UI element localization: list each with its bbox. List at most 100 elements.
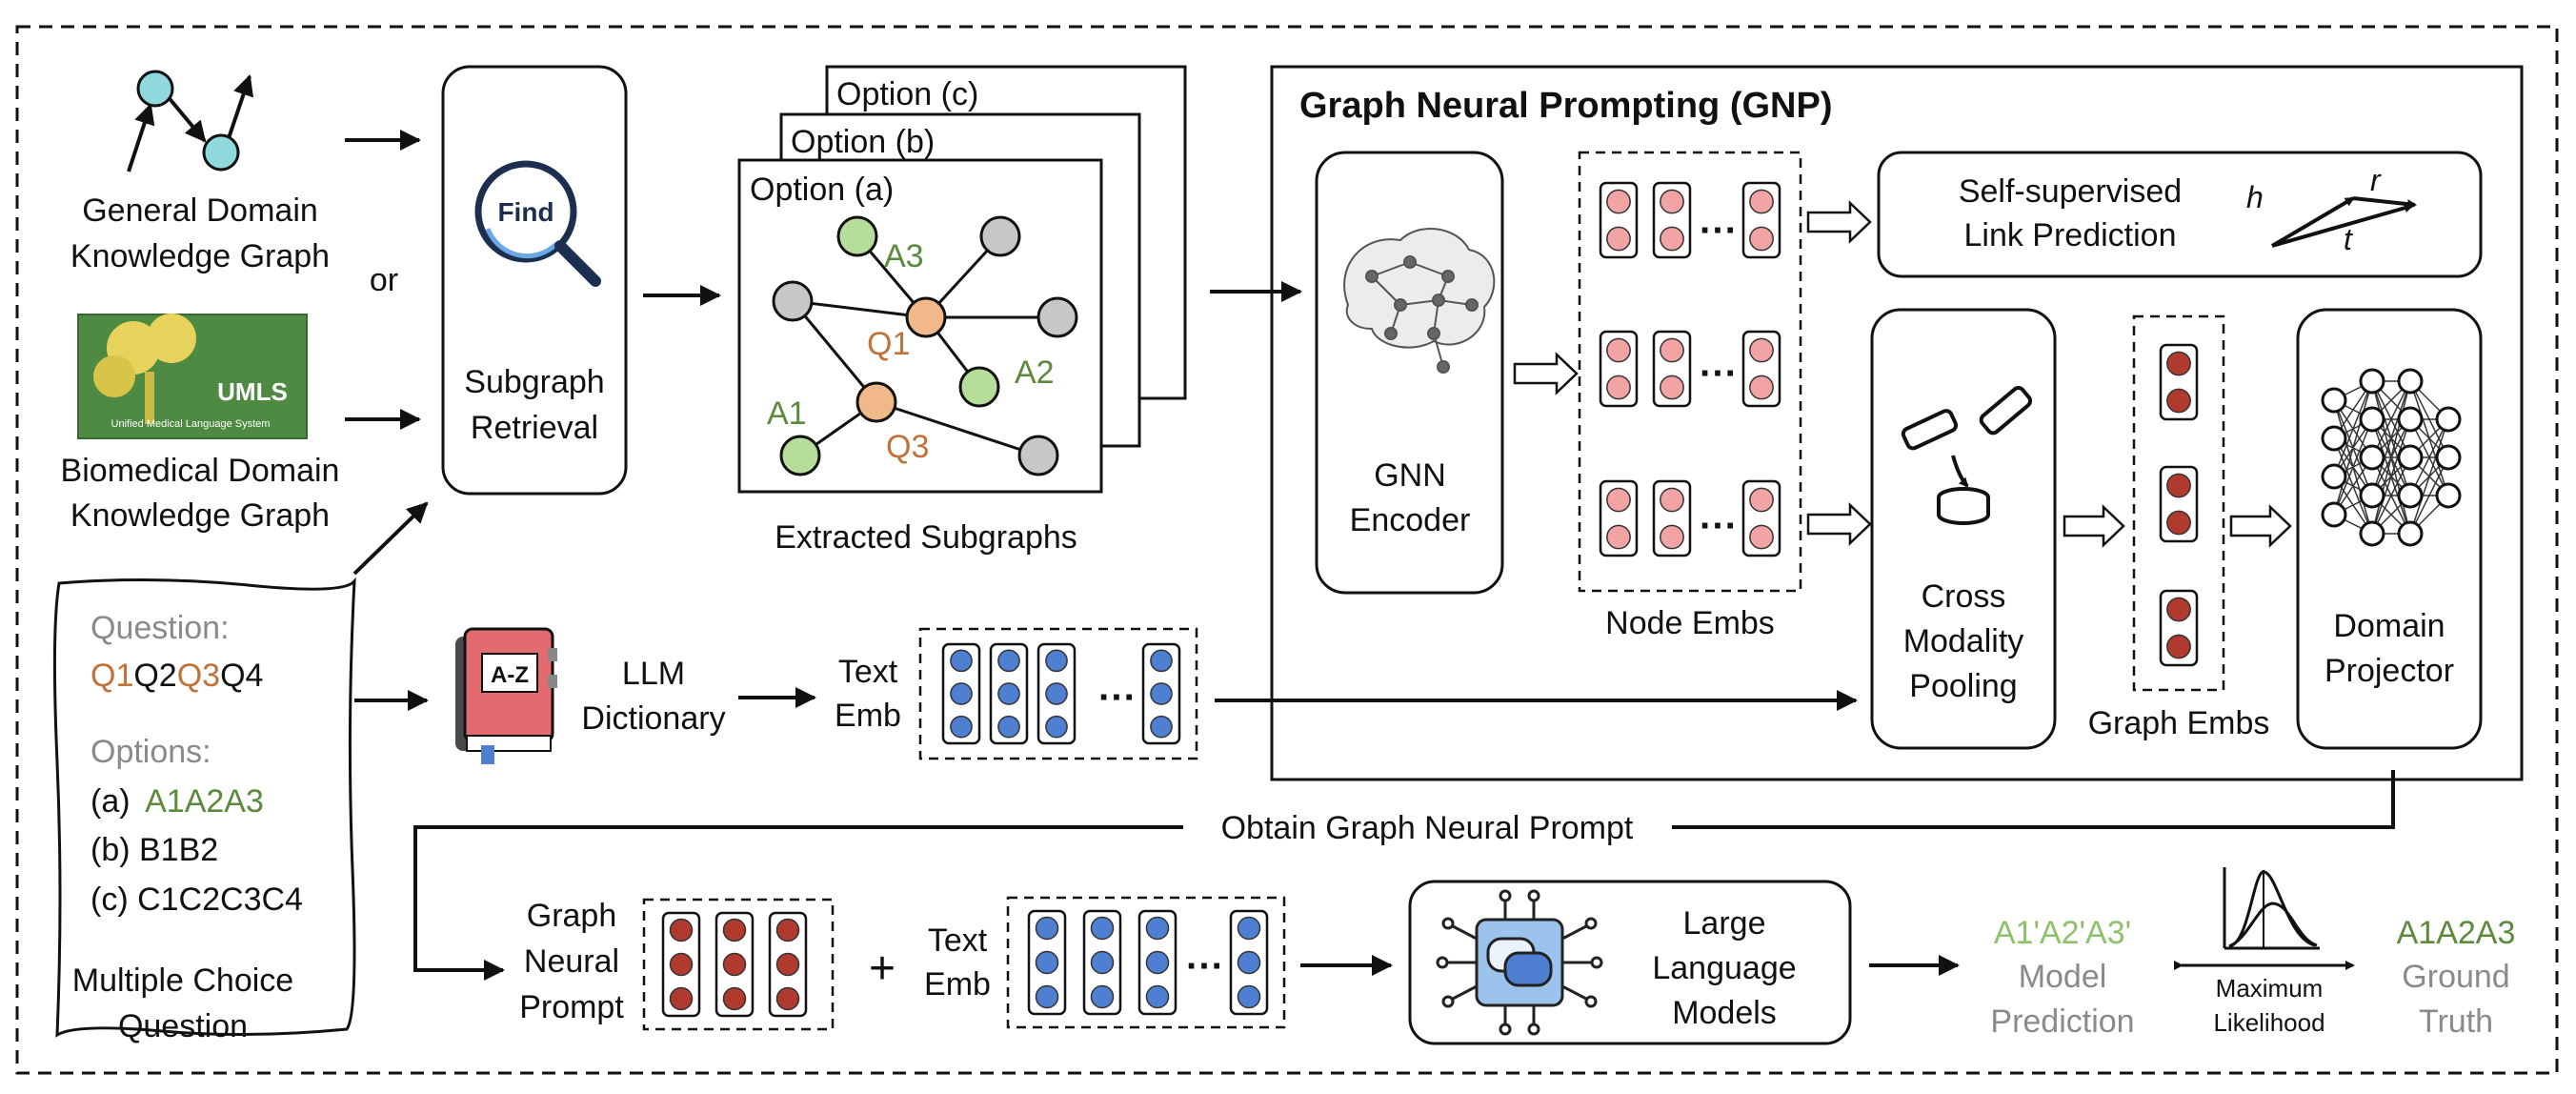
find-magnifier-icon: Find xyxy=(474,160,601,287)
gnp-emb-vector xyxy=(768,911,808,1018)
projector-label-1: Domain xyxy=(2333,608,2445,644)
gnp-emb-vector xyxy=(661,911,701,1018)
graph-emb-vectors xyxy=(2159,343,2199,667)
retrieval-label-2: Retrieval xyxy=(471,410,598,446)
pooling-label-1: Cross xyxy=(1922,578,2006,615)
neural-network-icon xyxy=(2321,368,2462,547)
general-kg-icon xyxy=(127,70,254,172)
option-b-text: (b) B1B2 xyxy=(91,832,218,868)
arrow-pooling-to-graphembs xyxy=(2063,504,2125,548)
link-vector-icon xyxy=(2270,196,2417,248)
dictionary-label-1: LLM xyxy=(622,656,685,692)
gnp-emb-vectors xyxy=(661,911,808,1018)
llm-label-2: Language xyxy=(1652,950,1796,986)
node-emb-vector xyxy=(1652,330,1692,408)
option-a-label: Option (a) xyxy=(750,172,894,208)
bottom-text-emb-vector xyxy=(1027,909,1067,1016)
retrieval-label-1: Subgraph xyxy=(464,364,604,400)
node-emb-vectors xyxy=(1599,181,1781,557)
node-q1-label: Q1 xyxy=(867,326,910,362)
ground-truth-value: A1A2A3 xyxy=(2397,915,2516,951)
prediction-value: A1'A2'A3' xyxy=(1994,915,2131,951)
umls-logo-subtext: Unified Medical Language System xyxy=(111,418,271,430)
text-emb-vector xyxy=(941,642,981,745)
option-a-text: (a) A1A2A3 xyxy=(91,783,264,820)
find-icon-text: Find xyxy=(497,197,553,227)
question-text: Q1Q2Q3Q4 xyxy=(91,658,263,694)
book-label: A-Z xyxy=(491,662,529,688)
link-pred-label-2: Link Prediction xyxy=(1963,217,2176,253)
obtain-path-left xyxy=(413,825,1183,981)
option-c-text: (c) C1C2C3C4 xyxy=(91,881,303,918)
mcq-caption-2: Question xyxy=(118,1008,248,1044)
bottom-text-emb-label-1: Text xyxy=(928,922,988,959)
llm-chip-icon xyxy=(1436,889,1603,1036)
text-emb-vector xyxy=(989,642,1029,745)
obtain-gnp-label: Obtain Graph Neural Prompt xyxy=(1221,810,1634,846)
arrow-nodeembs-to-pooling xyxy=(1806,502,1872,546)
pooling-label-2: Modality xyxy=(1903,623,2024,659)
arrow-gnn-to-nodeembs xyxy=(1513,352,1579,395)
bottom-text-emb-group xyxy=(1006,896,1286,1029)
graph-emb-vector xyxy=(2159,465,2199,543)
node-embs-ellipsis-2: ··· xyxy=(1700,353,1738,395)
arrow-question-to-retrieval xyxy=(352,501,429,576)
likelihood-curves-icon xyxy=(2223,867,2320,950)
gnp-title: Graph Neural Prompting (GNP) xyxy=(1299,86,1832,126)
question-heading: Question: xyxy=(91,610,230,646)
gnp-emb-vector xyxy=(714,911,755,1018)
options-heading: Options: xyxy=(91,734,211,770)
text-emb-vector xyxy=(1141,642,1181,745)
bottom-text-emb-vector xyxy=(1137,909,1177,1016)
node-emb-vector xyxy=(1652,181,1692,259)
graph-emb-vector xyxy=(2159,589,2199,667)
gnn-label-1: GNN xyxy=(1374,457,1446,494)
option-b-label: Option (b) xyxy=(791,124,935,160)
node-embs-ellipsis-3: ··· xyxy=(1700,505,1738,547)
biomedical-kg-label-2: Knowledge Graph xyxy=(70,497,330,534)
text-emb-group xyxy=(918,627,1198,760)
link-prediction-box xyxy=(1877,151,2483,278)
node-emb-vector xyxy=(1741,181,1781,259)
pooling-funnel-icon xyxy=(1901,386,2033,525)
question-card xyxy=(52,577,356,1038)
umls-logo-text: UMLS xyxy=(217,377,288,406)
gnp-panel xyxy=(1270,65,2524,781)
node-emb-vector xyxy=(1599,330,1639,408)
node-emb-vector xyxy=(1599,479,1639,557)
general-kg-label-2: Knowledge Graph xyxy=(70,238,330,274)
mcq-caption-1: Multiple Choice xyxy=(72,962,293,999)
prediction-label-1: Model xyxy=(2019,959,2107,995)
text-emb-label-2: Emb xyxy=(835,698,901,734)
graph-embs-label: Graph Embs xyxy=(2088,705,2270,741)
text-emb-label-1: Text xyxy=(838,654,898,690)
text-emb-vector xyxy=(1036,642,1077,745)
node-embs-ellipsis-1: ··· xyxy=(1700,210,1738,252)
gnn-label-2: Encoder xyxy=(1350,502,1471,538)
node-emb-vector xyxy=(1741,330,1781,408)
text-emb-ellipsis: ··· xyxy=(1098,677,1137,719)
node-q3-label: Q3 xyxy=(886,429,929,465)
node-a2-label: A2 xyxy=(1015,355,1055,391)
dictionary-book-icon: A-Z xyxy=(455,627,557,764)
ml-label-2: Likelihood xyxy=(2213,1008,2324,1037)
node-embs-label: Node Embs xyxy=(1605,605,1775,641)
gnp-emb-group xyxy=(642,898,835,1031)
arrow-graphembs-to-projector xyxy=(2229,504,2292,548)
node-embs-group xyxy=(1578,151,1802,593)
vec-h-label: h xyxy=(2246,180,2264,214)
node-emb-vector xyxy=(1741,479,1781,557)
subgraph-retrieval-box xyxy=(441,65,628,496)
obtain-path-right xyxy=(1672,770,2395,829)
biomedical-kg-label-1: Biomedical Domain xyxy=(61,453,340,489)
bottom-text-emb-ellipsis: ··· xyxy=(1186,945,1224,987)
option-c-label: Option (c) xyxy=(836,76,978,112)
gnp-label-1: Graph xyxy=(527,898,617,934)
gnp-label-3: Prompt xyxy=(519,989,624,1025)
ground-truth-label-2: Truth xyxy=(2419,1003,2493,1040)
ground-truth-label-1: Ground xyxy=(2402,959,2509,995)
dictionary-label-2: Dictionary xyxy=(581,700,725,737)
pooling-label-3: Pooling xyxy=(1909,668,2017,704)
outer-frame xyxy=(15,25,2559,1075)
